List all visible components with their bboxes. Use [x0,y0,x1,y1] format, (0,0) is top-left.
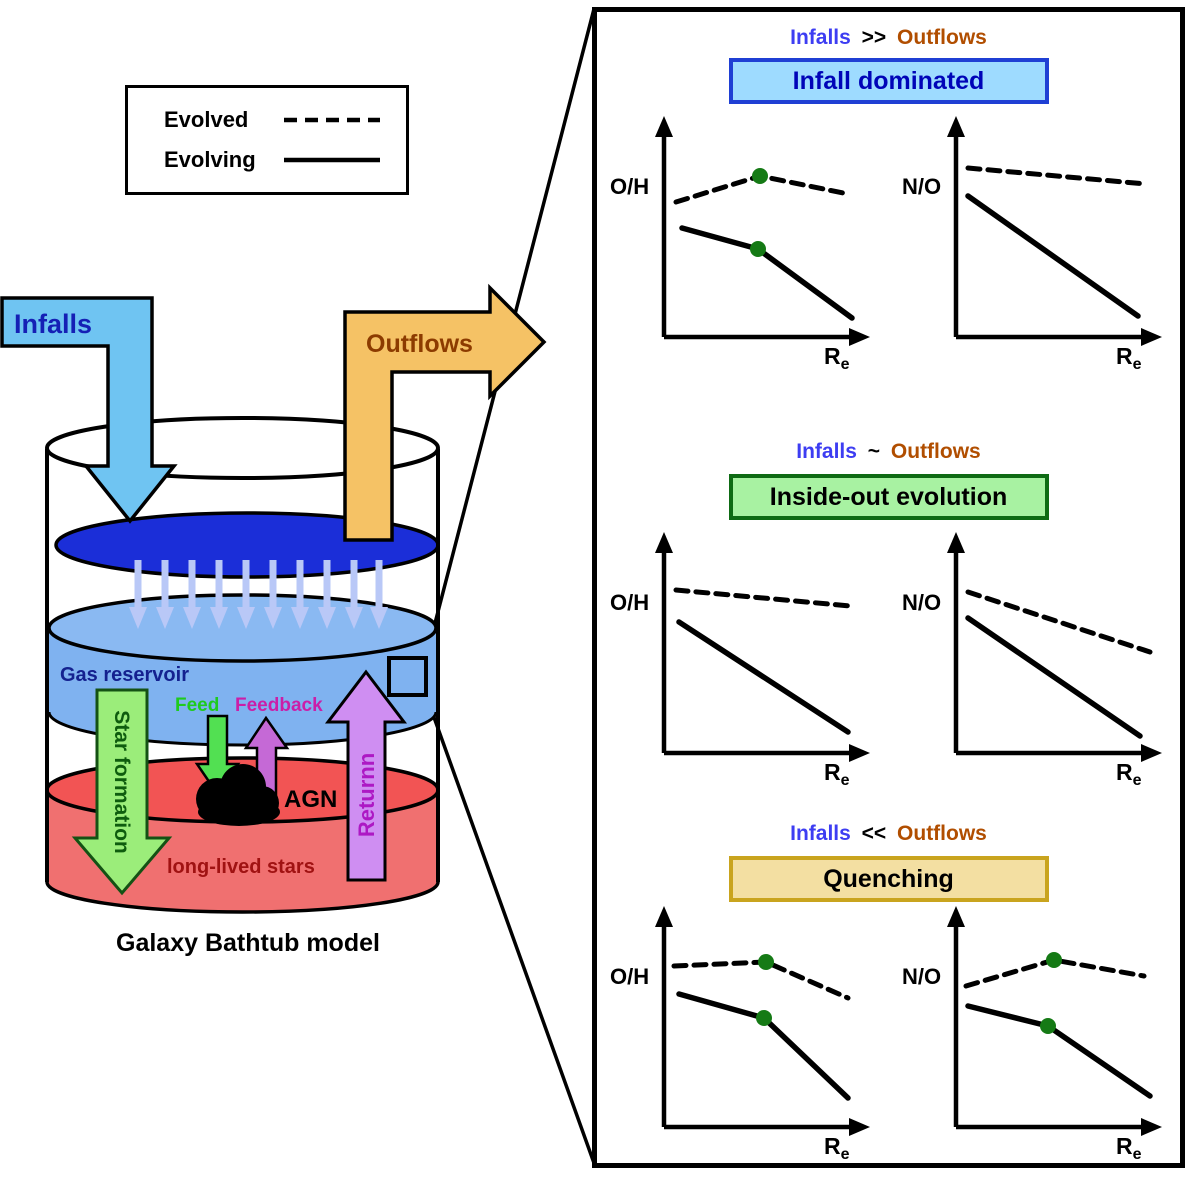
y-axis-label: N/O [902,174,941,199]
relation-header-quenching: Infalls << Outflows [597,822,1180,846]
plot-infall-oh: O/H Re [610,116,870,373]
marker-dot [757,954,774,970]
x-axis-label: Re [1116,759,1142,789]
feedback-label: Feedback [235,695,323,716]
evolving-line [964,615,1143,739]
plot-quenching-no: N/O Re [902,906,1162,1163]
plot-insideout-no: N/O Re [902,532,1162,789]
plot-row-infall: O/H Re N/O Re [597,112,1180,377]
relation-operator: << [861,822,887,845]
tub-bottom-edge [45,881,440,914]
relation-outflows-word: Outflows [897,26,987,49]
x-axis-label: Re [824,1133,850,1163]
marker-dot [751,168,768,184]
relation-header-insideout: Infalls ~ Outflows [597,440,1180,464]
evolved-line [965,589,1152,655]
long-lived-stars-label: long-lived stars [167,856,315,878]
y-axis-label: O/H [610,590,649,615]
y-axis-label: O/H [610,174,649,199]
x-axis-label: Re [1116,1133,1142,1163]
star-formation-arrow [71,688,173,896]
relation-outflows-word: Outflows [897,822,987,845]
y-axis-label: N/O [902,590,941,615]
scenario-title-quenching: Quenching [728,856,1049,902]
gas-reservoir-bottom-edge [47,711,438,747]
plot-row-insideout: O/H Re N/O Re [597,528,1180,793]
x-axis-label: Re [824,759,850,789]
zoom-source-rect [387,656,428,697]
evolved-line [965,165,1148,187]
infalls-arrow [0,296,178,524]
evolving-line [678,225,855,321]
solid-line-sample [284,158,380,163]
legend-box: Evolved Evolving [125,85,409,195]
relation-operator: ~ [867,440,881,463]
scenario-title-inside-out: Inside-out evolution [728,474,1049,520]
relation-operator: >> [861,26,887,49]
relation-infalls-word: Infalls [790,822,851,845]
legend-item-evolving: Evolving [164,147,392,173]
evolving-line [964,193,1141,319]
infalls-label: Infalls [14,309,92,339]
marker-dot [755,1010,772,1026]
scenario-title-infall-dominated: Infall dominated [728,58,1049,104]
legend-label-evolved: Evolved [164,106,249,132]
evolving-line [675,619,851,735]
marker-dot [1045,952,1062,968]
diagram-caption: Galaxy Bathtub model [116,929,380,957]
dashed-line-sample [284,117,380,122]
return-label: Returnn [354,753,379,837]
stellar-layer-bottom [47,882,438,912]
marker-dot [1039,1018,1056,1034]
plot-infall-no: N/O Re [902,116,1162,373]
feed-label: Feed [175,695,219,716]
evolving-line [675,991,851,1101]
plot-quenching-oh: O/H Re [610,906,870,1163]
x-axis-label: Re [824,343,850,373]
outflows-arrow [343,283,547,542]
rain-arrows [129,560,388,629]
evolved-line [673,587,852,609]
plot-insideout-oh: O/H Re [610,532,870,789]
marker-dot [749,241,766,257]
plot-row-quenching: O/H Re N/O Re [597,902,1180,1167]
relation-infalls-word: Infalls [790,26,851,49]
agn-label: AGN [284,786,337,813]
outflows-label: Outflows [366,330,473,358]
agn-blob [196,764,280,826]
x-axis-label: Re [1116,343,1142,373]
relation-infalls-word: Infalls [796,440,857,463]
gas-reservoir-label: Gas reservoir [60,664,189,686]
return-arrow [324,669,408,882]
y-axis-label: O/H [610,964,649,989]
relation-header-infall: Infalls >> Outflows [597,26,1180,50]
zoom-line-bottom [424,694,596,1164]
relation-outflows-word: Outflows [890,440,981,463]
evolving-line [964,1003,1153,1099]
zoom-panel: Infalls >> Outflows Infall dominated O/H… [592,7,1185,1168]
y-axis-label: N/O [902,964,941,989]
legend-item-evolved: Evolved [164,107,392,133]
legend-label-evolving: Evolving [164,147,256,173]
star-formation-label: Star formation [110,710,133,854]
